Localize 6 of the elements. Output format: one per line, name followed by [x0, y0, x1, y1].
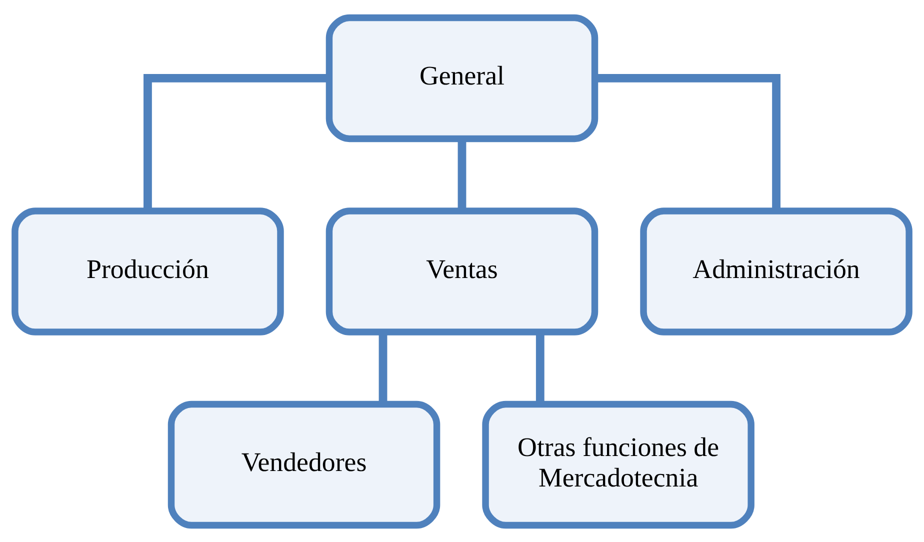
- node-box: Vendedores: [168, 400, 440, 528]
- node-box: Producción: [12, 207, 284, 335]
- node-box: General: [326, 14, 598, 142]
- node-box: Otras funciones de Mercadotecnia: [482, 400, 754, 528]
- node-box: Administración: [640, 207, 912, 335]
- node-box: Ventas: [326, 207, 598, 335]
